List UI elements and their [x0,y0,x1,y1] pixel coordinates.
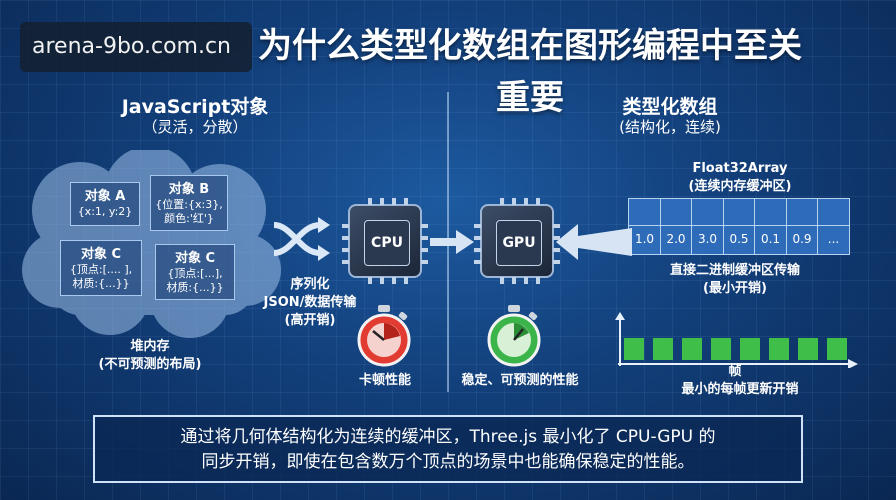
object-line: {顶点:[...], [167,267,223,280]
serialize-label: 序列化 [290,277,330,292]
object-line: {位置:{x:3}, [155,198,223,211]
frame-label: 帧 [728,364,742,379]
frame-bar [740,338,760,360]
array-cell-top [691,198,724,226]
direct-transfer-sublabel: (最小开销) [703,281,767,296]
cpu-chip-icon: CPU [342,198,428,284]
array-sublabel: (连续内存缓冲区) [688,179,792,194]
serialize-cost: (高开销) [284,313,336,328]
summary-line-1: 通过将几何体结构化为连续的缓冲区，Three.js 最小化了 CPU-GPU 的 [180,427,716,447]
watermark: arena-9bo.com.cn [20,22,252,72]
object-name: 对象 B [168,182,210,197]
page-title: 为什么类型化数组在图形编程中至关重要 [258,26,802,118]
cpu-label: CPU [364,220,410,266]
heap-sublabel: (不可预测的布局) [98,357,202,372]
object-name: 对象 C [174,251,216,266]
shuffle-icon [273,217,330,261]
left-subheading: （灵活，分散） [142,118,248,136]
frame-bar [711,338,731,360]
gpu-label: GPU [496,220,542,266]
stable-performance-label: 稳定、可预测的性能 [461,373,579,388]
array-cell-top [722,198,756,226]
summary-line-2: 同步开销，即使在包含数万个顶点的场景中也能确保稳定的性能。 [201,452,695,472]
frame-timeline [615,312,858,368]
object-line: {x:1, y:2} [77,205,133,218]
summary-box: 通过将几何体结构化为连续的缓冲区，Three.js 最小化了 CPU-GPU 的… [93,415,803,483]
serialize-sublabel: JSON/数据传输 [263,295,357,310]
direct-transfer-label: 直接二进制缓冲区传输 [669,263,800,278]
array-cell: 2.0 [659,225,693,255]
object-line: 材质:{...}} [166,281,224,294]
frame-bar [653,338,673,360]
right-subheading: (结构化，连续) [619,118,721,136]
lag-performance-label: 卡顿性能 [358,373,411,388]
array-cell-top [659,198,693,226]
frame-bar [682,338,702,360]
heap-label: 堆内存 [130,339,170,354]
object-line: {顶点:[.... ], [69,263,133,276]
red-stopwatch-icon [357,305,411,367]
array-cell: 3.0 [691,225,724,255]
left-heading: JavaScript对象 [121,96,269,118]
array-cell-top [817,198,850,226]
buffer-arrow-icon [556,224,632,260]
object-name: 对象 C [80,247,122,262]
object-c1-box: 对象 C {顶点:[.... ], 材质:{...}} [60,240,142,296]
array-cell: ... [817,225,850,255]
array-cell: 0.9 [785,225,819,255]
array-cell: 1.0 [628,225,661,255]
object-name: 对象 A [84,189,126,204]
frame-bar [769,338,789,360]
array-cell-top [628,198,661,226]
array-cell-top [785,198,819,226]
object-a-box: 对象 A {x:1, y:2} [70,182,140,226]
right-heading: 类型化数组 [622,96,718,118]
frame-sublabel: 最小的每帧更新开销 [681,382,799,397]
frame-bar [827,338,847,360]
object-line: 颜色:'红'} [164,212,214,225]
gpu-chip-icon: GPU [474,198,560,284]
array-cell: 0.1 [754,225,787,255]
object-b-box: 对象 B {位置:{x:3}, 颜色:'红'} [150,175,228,231]
array-cell-top [754,198,787,226]
array-name: Float32Array [692,161,788,176]
array-cell: 0.5 [722,225,756,255]
arrow-right-icon [430,230,474,254]
object-line: 材质:{...}} [72,277,130,290]
green-stopwatch-icon [487,305,541,367]
object-c2-box: 对象 C {顶点:[...], 材质:{...}} [155,244,235,300]
frame-bar [798,338,818,360]
frame-bar [624,338,644,360]
